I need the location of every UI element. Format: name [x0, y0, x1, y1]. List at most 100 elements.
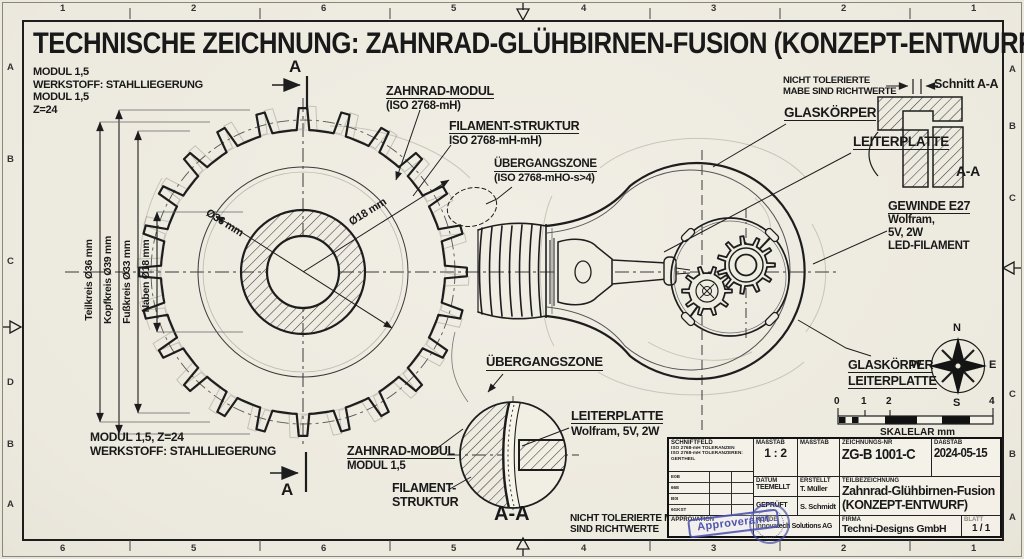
- zeichnungsnr-label: ZEICHNUNGS-NR: [842, 440, 893, 446]
- detail-circle: [459, 401, 567, 509]
- compass-n: N: [953, 322, 961, 334]
- bulb-interior: [549, 217, 790, 337]
- titleblock-zeichnungsnr: ZEICHNUNGS-NR ZG-B 1001-C: [840, 439, 932, 477]
- schriftfeld-line: ISO 2768-mH TOLERANZEREN:: [671, 451, 743, 457]
- schriftfeld-line: GERTHEIL: [671, 456, 696, 462]
- titleblock-teilbezeichnung: TEILBEZEICHNUNG Zahnrad-Glühbirnen-Fusio…: [840, 477, 1000, 516]
- mini-row: B0I: [669, 494, 753, 505]
- specs-top-left: MODUL 1,5 WERKSTOFF: STAHLLIEGERUNG MODU…: [33, 66, 203, 116]
- mini-row-label: 6GKST: [671, 507, 687, 512]
- ruler-left-d: D: [7, 377, 14, 388]
- annotation-line: 5V, 2W: [888, 227, 923, 239]
- titleblock-blatt: BLATT 1 / 1: [962, 516, 1000, 536]
- border-center-arrows: [3, 3, 1021, 556]
- teil-line1: Zahnrad-Glühbirnen-Fusion: [842, 484, 995, 498]
- annotation-zahnrad-modul-top: ZAHNRAD-MODUL (ISO 2768-mH): [386, 84, 494, 113]
- section-mark-a-top: A: [289, 57, 301, 76]
- spec-line: MODUL 1,5: [33, 66, 89, 78]
- scale-bar: [837, 408, 994, 425]
- annotation-filament-bottom: FILAMENT- STRUKTUR: [392, 481, 459, 509]
- geprueft-value: S. Schmidt: [800, 502, 836, 511]
- ruler-bottom-7: 2: [841, 543, 847, 554]
- ruler-right-c2: C: [1009, 389, 1016, 400]
- ruler-bottom-5: 4: [581, 543, 587, 554]
- note-tolerances-top: NICHT TOLERIERTE MABE SIND RICHTWERTE: [783, 75, 897, 97]
- note-line: MABE SIND RICHTWERTE: [783, 85, 897, 97]
- ruler-top-1: 1: [60, 3, 66, 14]
- specs-bottom-left: MODUL 1,5, Z=24 WERKSTOFF: STAHLLIEGERUN…: [90, 430, 277, 458]
- section-cut-markers: [270, 76, 309, 492]
- ruler-top-8: 1: [971, 3, 977, 14]
- dasstab-label: DAßSTAB: [934, 440, 963, 446]
- approvation-label: APPROVATION: [671, 517, 715, 523]
- ruler-left-b: B: [7, 154, 14, 165]
- section-mark-a-bottom: A: [281, 480, 293, 499]
- ruler-right-c: C: [1009, 193, 1016, 204]
- ruler-bottom-6: 3: [711, 543, 717, 554]
- annotation-title: LEITERPLATTE: [571, 408, 664, 424]
- section-view-schnitt-aa: [868, 79, 964, 188]
- titleblock-firma: FIRMA Techni-Designs GmbH: [840, 516, 962, 536]
- annotation-sub: Wolfram, 5V, 2W: [571, 424, 660, 438]
- annotation-sub: (ISO 2768-mH): [386, 100, 461, 112]
- ruler-bottom-8: 1: [971, 543, 977, 554]
- bulb-glass: [545, 161, 806, 381]
- ruler-top-3: 6: [321, 3, 327, 14]
- blatt-value: 1 / 1: [972, 523, 990, 534]
- schnitt-aa-label: Schnitt A-A: [934, 77, 999, 91]
- ruler-left-b2: B: [7, 439, 14, 450]
- blatt-label: BLATT: [964, 517, 984, 523]
- annotation-title: ÜBERGANGSZONE: [494, 158, 597, 172]
- mini-row: E0B: [669, 472, 753, 483]
- titleblock-schriftfeld: SCHNIFTFELD ISO 2768-mH TOLERANZEN ISO 2…: [669, 439, 754, 472]
- annotation-leiterplatte-detail: LEITERPLATTE Wolfram, 5V, 2W: [571, 408, 664, 438]
- bulb-outline: [545, 161, 806, 381]
- annotation-title: LEITERPLATTE: [848, 374, 937, 389]
- stem-clamp: [557, 238, 613, 306]
- spec-line: Z=24: [33, 103, 58, 116]
- scale-bar-label: SKALELAR mm: [880, 427, 956, 438]
- ruler-top-5: 4: [581, 3, 587, 14]
- scale-tick-4: 4: [989, 396, 995, 407]
- ruler-bottom-3: 6: [321, 543, 327, 554]
- annotation-sub: (ISO 2768-mHO-s>4): [494, 172, 595, 184]
- detail-hatch-left: [460, 402, 510, 508]
- note-tolerances-bottom: NICHT TOLERIERTE MAßE SIND RICHTWERTE: [570, 513, 692, 535]
- titleblock-geprueft-value: S. Schmidt: [798, 497, 840, 516]
- dim-teilkreis: Teilkreis Ø36 mm: [83, 239, 95, 321]
- masstab-value: 1 : 2: [764, 446, 787, 460]
- annotation-title: FILAMENT-STRUKTUR: [449, 119, 580, 134]
- aa-label-top-right: A-A: [956, 163, 980, 179]
- titleblock-masstab: MAßSTAB 1 : 2: [754, 439, 798, 477]
- title-block: SCHNIFTFELD ISO 2768-mH TOLERANZEN ISO 2…: [667, 437, 1002, 538]
- mini-row: 6GKST: [669, 505, 753, 515]
- annotation-line: Wolfram,: [888, 214, 935, 226]
- detail-leiterplatte-bar: [518, 439, 566, 471]
- annotation-sub: ISO 2768-mH-mH): [449, 135, 542, 147]
- ruler-top-7: 2: [841, 3, 847, 14]
- drawing-frame: [22, 20, 1004, 541]
- ruler-top-2: 2: [191, 3, 197, 14]
- spec-line: WERKSTOFF: STAHLLIEGERUNG: [33, 78, 203, 91]
- spec-line: WERKSTOFF: STAHLLIEGERUNG: [90, 443, 277, 458]
- mini-row: 66E: [669, 483, 753, 494]
- annotation-leiterplatte-top: LEITERPLATTE: [853, 134, 949, 151]
- ruler-left-a: A: [7, 62, 14, 73]
- ruler-left-a2: A: [7, 499, 14, 510]
- titleblock-datum: DATUM TEEMELLT: [754, 477, 798, 497]
- firma-label: FIRMA: [842, 517, 861, 523]
- annotation-title: GEWINDE E27: [888, 199, 971, 214]
- ruler-right-b2: B: [1009, 449, 1016, 460]
- ruler-bottom-1: 6: [60, 543, 66, 554]
- transition-zone-bubble: [446, 187, 498, 227]
- dim-kopfkreis: Kopfkreis Ø39 mm: [102, 236, 114, 324]
- scale-tick-1: 1: [861, 396, 867, 407]
- annotation-uebergangszone-bottom: ÜBERGANGSZONE: [486, 354, 603, 371]
- dim-fusskreis: Fußkreis Ø33 mm: [121, 240, 133, 324]
- spec-line: MODUL 1,5: [33, 91, 89, 103]
- aa-label-detail: A-A: [494, 503, 530, 525]
- dimension-lines: [96, 109, 450, 435]
- annotation-title: ZAHNRAD-MODUL: [386, 84, 494, 99]
- zeichnungsnr-value: ZG-B 1001-C: [841, 446, 916, 463]
- compass-rose: [929, 337, 987, 395]
